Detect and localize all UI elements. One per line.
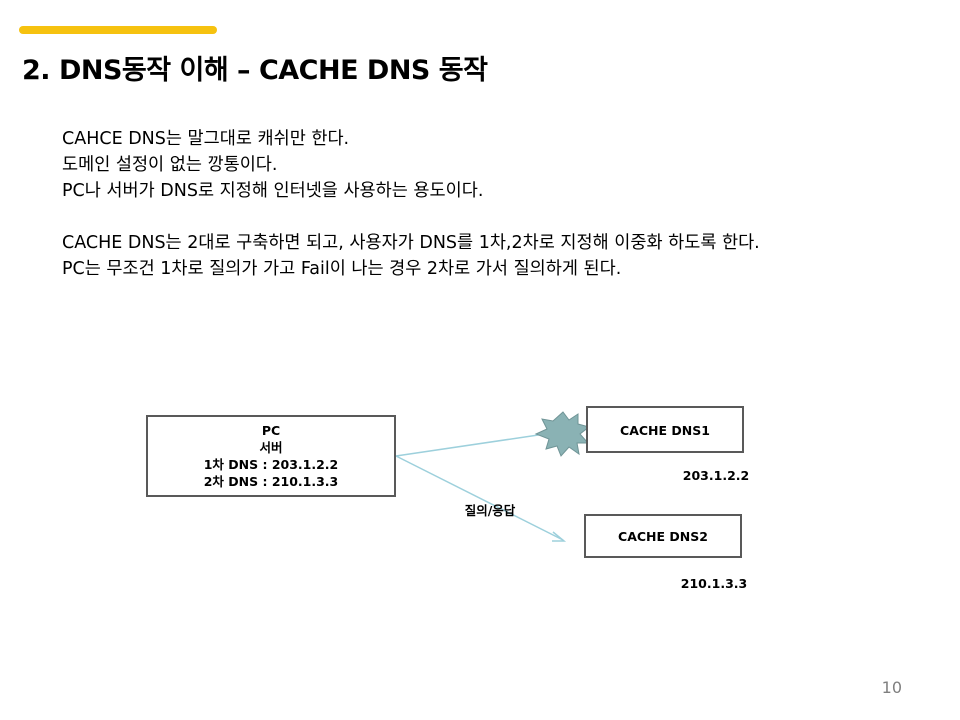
client-box-line: 1차 DNS : 203.1.2.2 bbox=[204, 457, 339, 472]
query-arrow-to-dns2 bbox=[395, 455, 564, 541]
slide-title: 2. DNS동작 이해 – CACHE DNS 동작 bbox=[22, 55, 488, 86]
cache-dns1-box bbox=[586, 406, 744, 453]
cache-dns1-label: CACHE DNS1 bbox=[620, 423, 710, 438]
title-accent-bar bbox=[19, 26, 217, 34]
cache-dns2-ip: 210.1.3.3 bbox=[681, 576, 747, 591]
body-line: CACHE DNS는 2대로 구축하면 되고, 사용자가 DNS를 1차,2차로… bbox=[62, 233, 760, 253]
cache-dns2-box bbox=[584, 514, 742, 558]
query-arrow-to-dns1 bbox=[395, 433, 546, 457]
client-box-line: 서버 bbox=[259, 440, 282, 455]
query-response-label: 질의/응답 bbox=[465, 503, 516, 518]
body-text: CAHCE DNS는 말그대로 캐쉬만 한다. 도메인 설정이 없는 깡통이다.… bbox=[62, 126, 912, 282]
body-line: 도메인 설정이 없는 깡통이다. bbox=[62, 155, 278, 175]
cache-dns1-ip: 203.1.2.2 bbox=[683, 468, 749, 483]
cache-dns2-label: CACHE DNS2 bbox=[618, 529, 708, 544]
body-line: CAHCE DNS는 말그대로 캐쉬만 한다. bbox=[62, 129, 350, 149]
body-line: PC는 무조건 1차로 질의가 가고 Fail이 나는 경우 2차로 가서 질의… bbox=[62, 259, 622, 279]
client-box bbox=[146, 415, 396, 497]
body-line: PC나 서버가 DNS로 지정해 인터넷을 사용하는 용도이다. bbox=[62, 181, 484, 201]
client-box-line: PC bbox=[262, 423, 280, 438]
page-number: 10 bbox=[881, 678, 902, 697]
explosion-burst-icon bbox=[534, 411, 591, 457]
arrowhead-icon bbox=[552, 531, 567, 542]
client-box-line: 2차 DNS : 210.1.3.3 bbox=[204, 474, 339, 489]
